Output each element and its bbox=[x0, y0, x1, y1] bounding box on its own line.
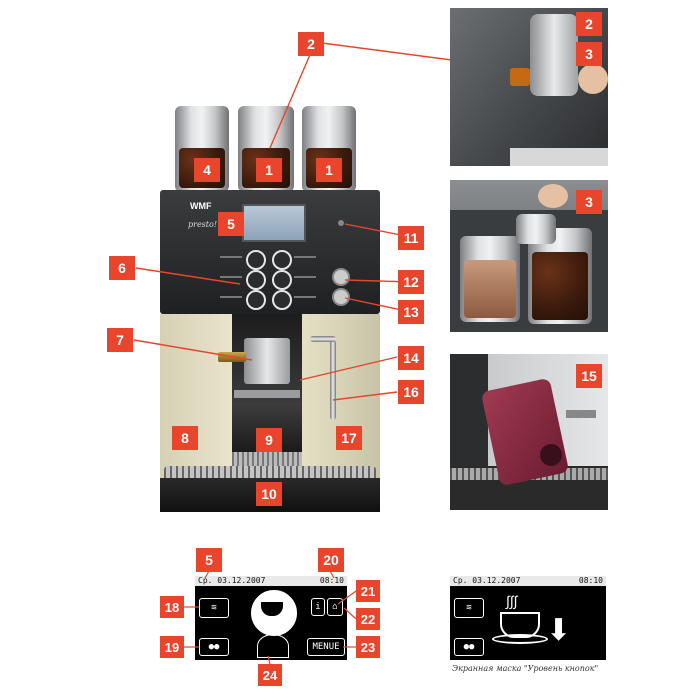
brand-logo: WMF bbox=[190, 201, 212, 211]
display-time-right: 08:10 bbox=[578, 576, 603, 585]
callout-5-display: 5 bbox=[196, 548, 222, 572]
callout-17: 17 bbox=[336, 426, 362, 450]
callout-22: 22 bbox=[356, 608, 380, 630]
callout-13: 13 bbox=[398, 300, 424, 324]
control-panel: WMF presto! bbox=[160, 190, 380, 314]
info-icon[interactable]: i bbox=[311, 598, 325, 616]
panel-button-1[interactable] bbox=[246, 250, 266, 270]
display-time: 08:10 bbox=[319, 576, 344, 585]
display-date: Ср. 03.12.2007 bbox=[198, 576, 266, 585]
status-led bbox=[338, 220, 344, 226]
callout-3-photo2: 3 bbox=[576, 190, 602, 214]
steam-wisps: ∫∫∫ bbox=[506, 593, 518, 609]
arrow-down-icon: ⬇ bbox=[546, 614, 572, 647]
display-date-right: Ср. 03.12.2007 bbox=[453, 576, 521, 585]
callout-24: 24 bbox=[258, 664, 282, 686]
callout-8: 8 bbox=[172, 426, 198, 450]
callout-14: 14 bbox=[398, 346, 424, 370]
info-button[interactable] bbox=[332, 268, 350, 286]
panel-button-4[interactable] bbox=[272, 270, 292, 290]
steam-pipe bbox=[330, 340, 336, 420]
callout-11: 11 bbox=[398, 226, 424, 250]
callout-7: 7 bbox=[107, 328, 133, 352]
callout-3-photo: 3 bbox=[576, 42, 602, 66]
callout-20: 20 bbox=[318, 548, 344, 572]
power-button[interactable] bbox=[332, 288, 350, 306]
callout-2-photo: 2 bbox=[576, 12, 602, 36]
hopper-slider bbox=[510, 68, 530, 86]
steam-icon[interactable]: ≋ bbox=[199, 598, 229, 618]
callout-16: 16 bbox=[398, 380, 424, 404]
panel-button-2[interactable] bbox=[272, 250, 292, 270]
drip-tray-grid bbox=[164, 466, 376, 478]
callout-2: 2 bbox=[298, 32, 324, 56]
callout-10: 10 bbox=[256, 482, 282, 506]
double-bean-icon-right[interactable]: ●● bbox=[454, 638, 484, 656]
cup-selector-icon[interactable] bbox=[257, 634, 289, 658]
panel-button-6[interactable] bbox=[272, 290, 292, 310]
callout-1b: 1 bbox=[316, 158, 342, 182]
steam-icon-right[interactable]: ≋ bbox=[454, 598, 484, 618]
callout-23: 23 bbox=[356, 636, 380, 658]
callout-21: 21 bbox=[356, 580, 380, 602]
callout-9: 9 bbox=[256, 428, 282, 452]
callout-15-photo: 15 bbox=[576, 364, 602, 388]
display-screen-right: Ср. 03.12.2007 08:10 ≋ ●● ∫∫∫ ⬇ bbox=[450, 576, 606, 660]
double-bean-icon[interactable]: ●● bbox=[199, 638, 229, 656]
panel-button-3[interactable] bbox=[246, 270, 266, 290]
cup-grid bbox=[232, 452, 302, 466]
callout-4: 4 bbox=[194, 158, 220, 182]
callout-19: 19 bbox=[160, 636, 184, 658]
display-status-bar-right: Ср. 03.12.2007 08:10 bbox=[450, 576, 606, 586]
machine-display bbox=[242, 204, 306, 242]
display-status-bar: Ср. 03.12.2007 08:10 bbox=[195, 576, 347, 586]
callout-5: 5 bbox=[218, 212, 244, 236]
model-script: presto! bbox=[188, 220, 218, 229]
display-screen-left: Ср. 03.12.2007 08:10 ≋ ●● i ⌂ MENUE bbox=[195, 576, 347, 660]
callout-1: 1 bbox=[256, 158, 282, 182]
house-icon[interactable]: ⌂ bbox=[327, 598, 343, 616]
photo-hoppers bbox=[450, 180, 608, 332]
panel-button-5[interactable] bbox=[246, 290, 266, 310]
callout-18: 18 bbox=[160, 596, 184, 618]
display-caption: Экранная маска "Уровень кнопок" bbox=[452, 664, 599, 673]
callout-12: 12 bbox=[398, 270, 424, 294]
coffee-outlet bbox=[244, 338, 290, 384]
callout-6: 6 bbox=[109, 256, 135, 280]
